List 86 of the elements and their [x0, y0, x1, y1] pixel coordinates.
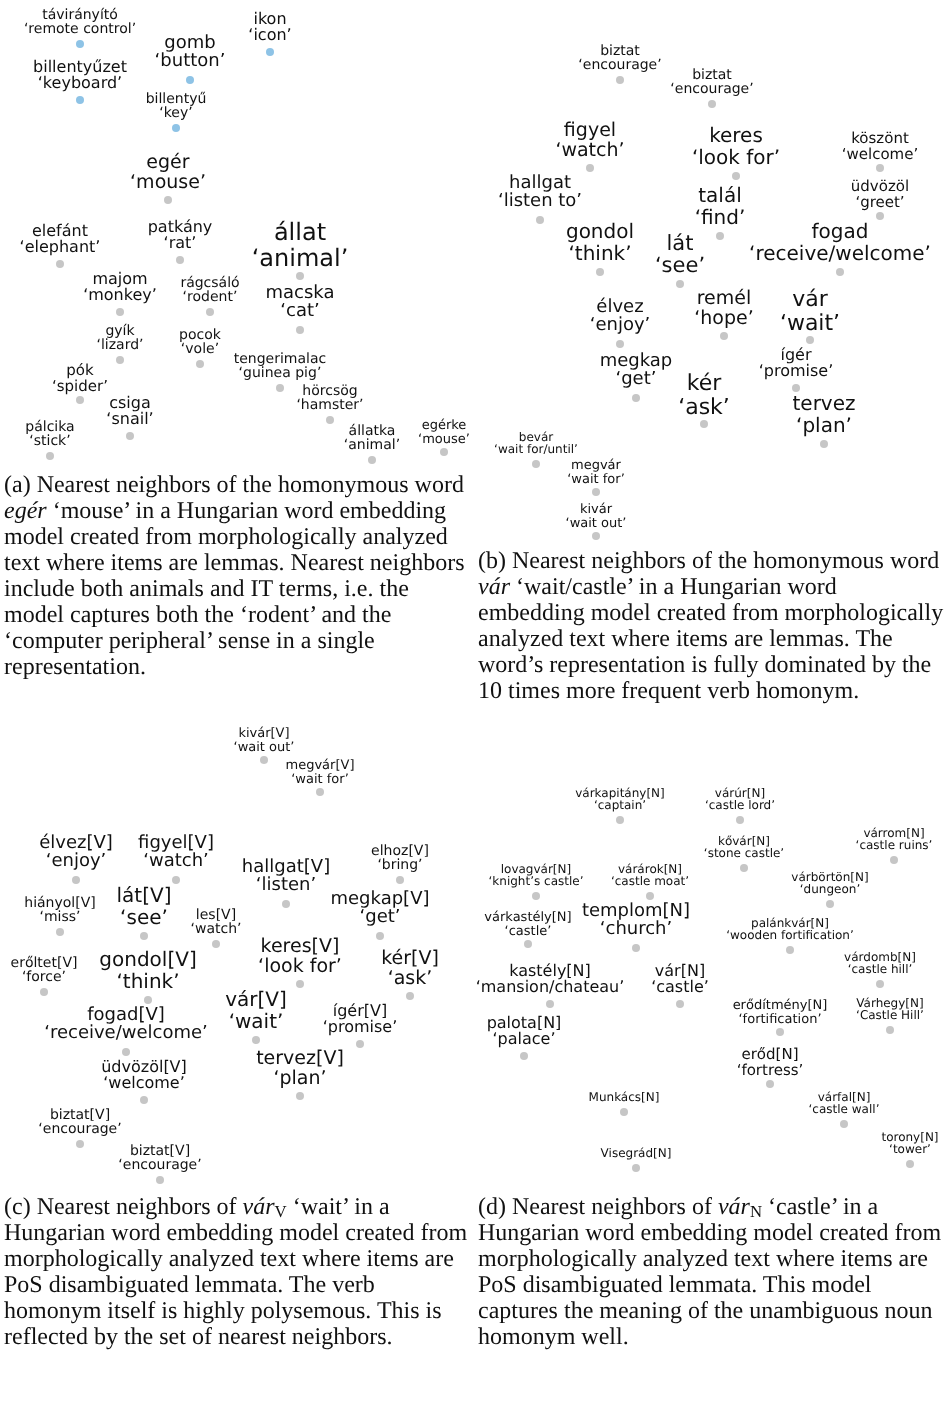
gloss-label: ‘icon’ [248, 29, 292, 46]
gloss-label: ‘look for’ [691, 149, 781, 170]
word-label: majom [92, 272, 148, 289]
word-label: elefánt [32, 224, 88, 241]
subfigure-caption: (b) Nearest neighbors of the homonymous word vár ‘wait/castle’ in a Hungarian word embedding model created from morphologically analyzed text where items are lemmas. The word’s representation is fully dominated by the 10 times more frequent verb homonym. [478, 548, 944, 704]
word-label: keres[V] [260, 938, 340, 959]
gloss-label: ‘wait’ [779, 310, 841, 334]
word-label: macska [265, 286, 335, 305]
word-label: templom[N] [581, 904, 691, 923]
word-label: megkap [599, 354, 673, 373]
word-label: ígér [780, 348, 812, 365]
gloss-label: ‘get’ [359, 911, 401, 930]
gloss-label: ‘see’ [120, 909, 168, 930]
gloss-label: ‘promise’ [758, 365, 834, 382]
gloss-label: ‘elephant’ [19, 241, 101, 258]
word-label: kér [686, 371, 722, 395]
gloss-label: ‘palace’ [492, 1033, 556, 1050]
gloss-label: ‘church’ [599, 923, 673, 942]
word-label: lát [666, 233, 694, 256]
gloss-label: ‘get’ [615, 373, 657, 392]
gloss-label: ‘find’ [694, 209, 746, 230]
word-label: patkány [147, 220, 213, 237]
word-label: tervez [792, 396, 856, 416]
gloss-label: ‘hope’ [694, 310, 754, 330]
subfigure-caption: (d) Nearest neighbors of vár$_{N}$ ‘castle’ in a Hungarian word embedding model created from morphologically analyzed text where items are PoS disambiguated lemmata. This model captures the meaning of the unambiguous noun homonym well. [478, 1194, 944, 1350]
word-label: vár [792, 287, 828, 311]
word-label: állat [273, 219, 327, 245]
word-label: kastély[N] [509, 964, 591, 981]
gloss-label: ‘listen’ [255, 879, 317, 898]
word-label: ikon [253, 12, 287, 29]
word-label: élvez [596, 300, 644, 319]
word-label: vár[N] [654, 964, 706, 981]
word-label: figyel[V] [138, 836, 214, 855]
gloss-label: ‘plan’ [796, 417, 852, 438]
gloss-label: ‘welcome’ [103, 1077, 185, 1094]
gloss-label: ‘cat’ [280, 305, 320, 324]
gloss-label: ‘castle’ [651, 981, 709, 998]
gloss-label: ‘animal’ [251, 244, 349, 270]
subfigure-caption: (a) Nearest neighbors of the homonymous word egér ‘mouse’ in a Hungarian word embedding model created from morphologically analyzed text where items are lemmas. Nearest neighbors include both animals and IT terms, i.e. the model captures both the ‘rodent’ and the ‘computer peripheral’ sense in a single representation. [4, 472, 467, 680]
word-label: tervez[V] [256, 1050, 344, 1071]
word-label: csiga [109, 396, 151, 413]
gloss-label: ‘monkey’ [83, 289, 157, 306]
word-label: megkap[V] [330, 892, 430, 911]
gloss-label: ‘receive/welcome’ [749, 245, 931, 266]
gloss-label: ‘keyboard’ [37, 77, 123, 94]
word-label: talál [698, 188, 742, 208]
gloss-label: ‘receive/welcome’ [44, 1027, 208, 1046]
word-label: gondol [565, 224, 635, 244]
word-label: lát[V] [116, 888, 172, 909]
gloss-label: ‘rat’ [163, 237, 197, 254]
word-label: remél [696, 290, 752, 311]
gloss-label: ‘enjoy’ [45, 855, 107, 874]
gloss-label: ‘mansion/chateau’ [475, 981, 625, 998]
word-label: figyel [563, 122, 617, 143]
gloss-label: ‘wait’ [228, 1013, 284, 1034]
gloss-label: ‘promise’ [322, 1021, 398, 1038]
word-label: fogad [811, 224, 869, 244]
gloss-label: ‘look for’ [258, 958, 342, 978]
gloss-label: ‘plan’ [273, 1070, 327, 1090]
word-label: ígér[V] [332, 1004, 388, 1021]
word-label: élvez[V] [39, 836, 113, 855]
gloss-label: ‘snail’ [106, 413, 154, 430]
word-label: fogad[V] [87, 1008, 165, 1027]
word-label: üdvözöl[V] [101, 1060, 187, 1077]
gloss-label: ‘listen to’ [497, 195, 583, 214]
word-label: gondol[V] [99, 952, 197, 972]
word-label: billentyűzet [33, 60, 127, 77]
subfigure-caption: (c) Nearest neighbors of vár$_{V}$ ‘wait’ in a Hungarian word embedding model created from morphologically analyzed text where items are PoS disambiguated lemmata. The verb homonym itself is highly polysemous. This is reflected by the set of nearest neighbors. [4, 1194, 468, 1350]
word-label: keres [709, 128, 763, 148]
gloss-label: ‘see’ [654, 255, 706, 278]
gloss-label: ‘ask’ [387, 970, 433, 990]
gloss-label: ‘button’ [154, 55, 226, 74]
gloss-label: ‘think’ [116, 973, 180, 994]
word-label: hallgat[V] [241, 860, 331, 879]
word-label: palota[N] [486, 1016, 562, 1033]
word-label: vár[V] [225, 992, 287, 1012]
gloss-label: ‘ask’ [678, 394, 730, 418]
word-label: hallgat [509, 176, 571, 195]
gloss-label: ‘watch’ [555, 142, 625, 162]
word-label: egér [146, 154, 190, 175]
gloss-label: ‘mouse’ [130, 174, 206, 194]
gloss-label: ‘think’ [568, 245, 632, 266]
word-label: kér[V] [381, 950, 439, 971]
gloss-label: ‘enjoy’ [589, 319, 651, 338]
word-label: gomb [164, 36, 216, 55]
gloss-label: ‘watch’ [143, 855, 209, 874]
